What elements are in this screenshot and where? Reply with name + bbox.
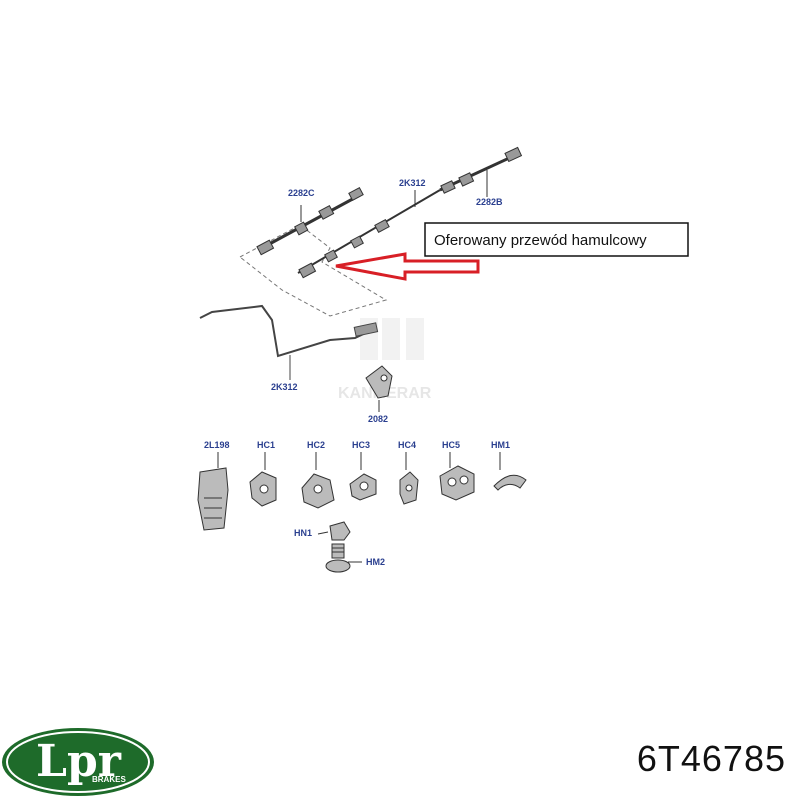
- label-hn1: HN1: [294, 528, 312, 538]
- clip-hc5: [439, 452, 475, 501]
- label-hm2: HM2: [366, 557, 385, 567]
- callout-arrow: [335, 252, 480, 281]
- label-2282c: 2282C: [288, 188, 315, 198]
- brake-pipe-2k312-upper: [297, 189, 441, 279]
- label-hc4: HC4: [398, 440, 416, 450]
- bolt-hm2: [325, 543, 362, 573]
- svg-text:BRAKES: BRAKES: [92, 775, 126, 784]
- callout-text: Oferowany przewód hamulcowy: [434, 232, 647, 249]
- label-hc5: HC5: [442, 440, 460, 450]
- label-hc3: HC3: [352, 440, 370, 450]
- clip-hc3: [349, 452, 377, 501]
- label-2082: 2082: [368, 414, 388, 424]
- nut-hn1: [317, 521, 351, 541]
- label-2k312-top: 2K312: [399, 178, 426, 188]
- bracket-2082: [365, 365, 393, 412]
- callout-box: [424, 222, 689, 257]
- lpr-brakes-logo: Lpr BRAKES: [2, 728, 154, 796]
- brake-hose-2282b: [439, 146, 523, 197]
- clip-2l198: [197, 452, 229, 531]
- part-number: 6T46785: [636, 738, 786, 779]
- label-2282b: 2282B: [476, 197, 503, 207]
- clip-hc2: [301, 452, 335, 509]
- label-2l198: 2L198: [204, 440, 230, 450]
- label-hm1: HM1: [491, 440, 510, 450]
- label-hc1: HC1: [257, 440, 275, 450]
- clip-hc4: [399, 452, 419, 505]
- svg-text:Lpr: Lpr: [36, 736, 122, 787]
- clip-hm1: [493, 452, 527, 491]
- brake-pipe-2k312-lower: [199, 304, 379, 380]
- label-hc2: HC2: [307, 440, 325, 450]
- clip-hc1: [249, 452, 277, 507]
- label-2k312-bottom: 2K312: [271, 382, 298, 392]
- brake-hose-2282c: [256, 186, 364, 256]
